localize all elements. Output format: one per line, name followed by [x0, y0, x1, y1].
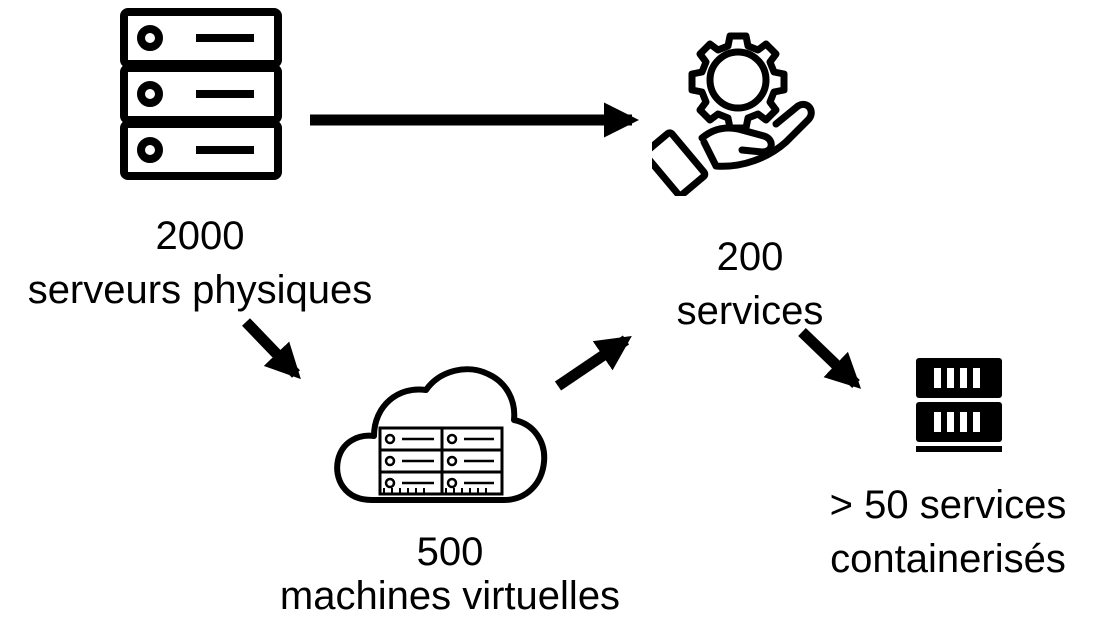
edge-services-to-containers	[798, 328, 862, 389]
gear-hand-icon	[652, 32, 815, 196]
virtual-machines-count: 500	[416, 530, 484, 574]
cloud-servers-icon	[334, 366, 548, 503]
services-label: 200 services	[600, 230, 900, 338]
physical-servers-text: serveurs physiques	[27, 268, 373, 312]
services-text: services	[676, 289, 824, 333]
containerized-label: > 50 services containerisés	[800, 478, 1096, 586]
edge-vms-to-services	[554, 335, 632, 391]
server-rack-icon	[120, 8, 282, 180]
containerized-count: > 50 services	[829, 483, 1067, 527]
physical-servers-count: 2000	[155, 214, 245, 258]
edge-physical-to-vms	[242, 318, 301, 380]
container-server-icon	[916, 358, 1002, 452]
physical-servers-label: 2000 serveurs physiques	[0, 209, 400, 317]
virtual-machines-text: machines virtuelles	[279, 574, 621, 618]
containerized-text: containerisés	[830, 537, 1066, 581]
virtual-machines-label: 500 machines virtuelles	[230, 530, 670, 618]
services-count: 200	[716, 235, 784, 279]
